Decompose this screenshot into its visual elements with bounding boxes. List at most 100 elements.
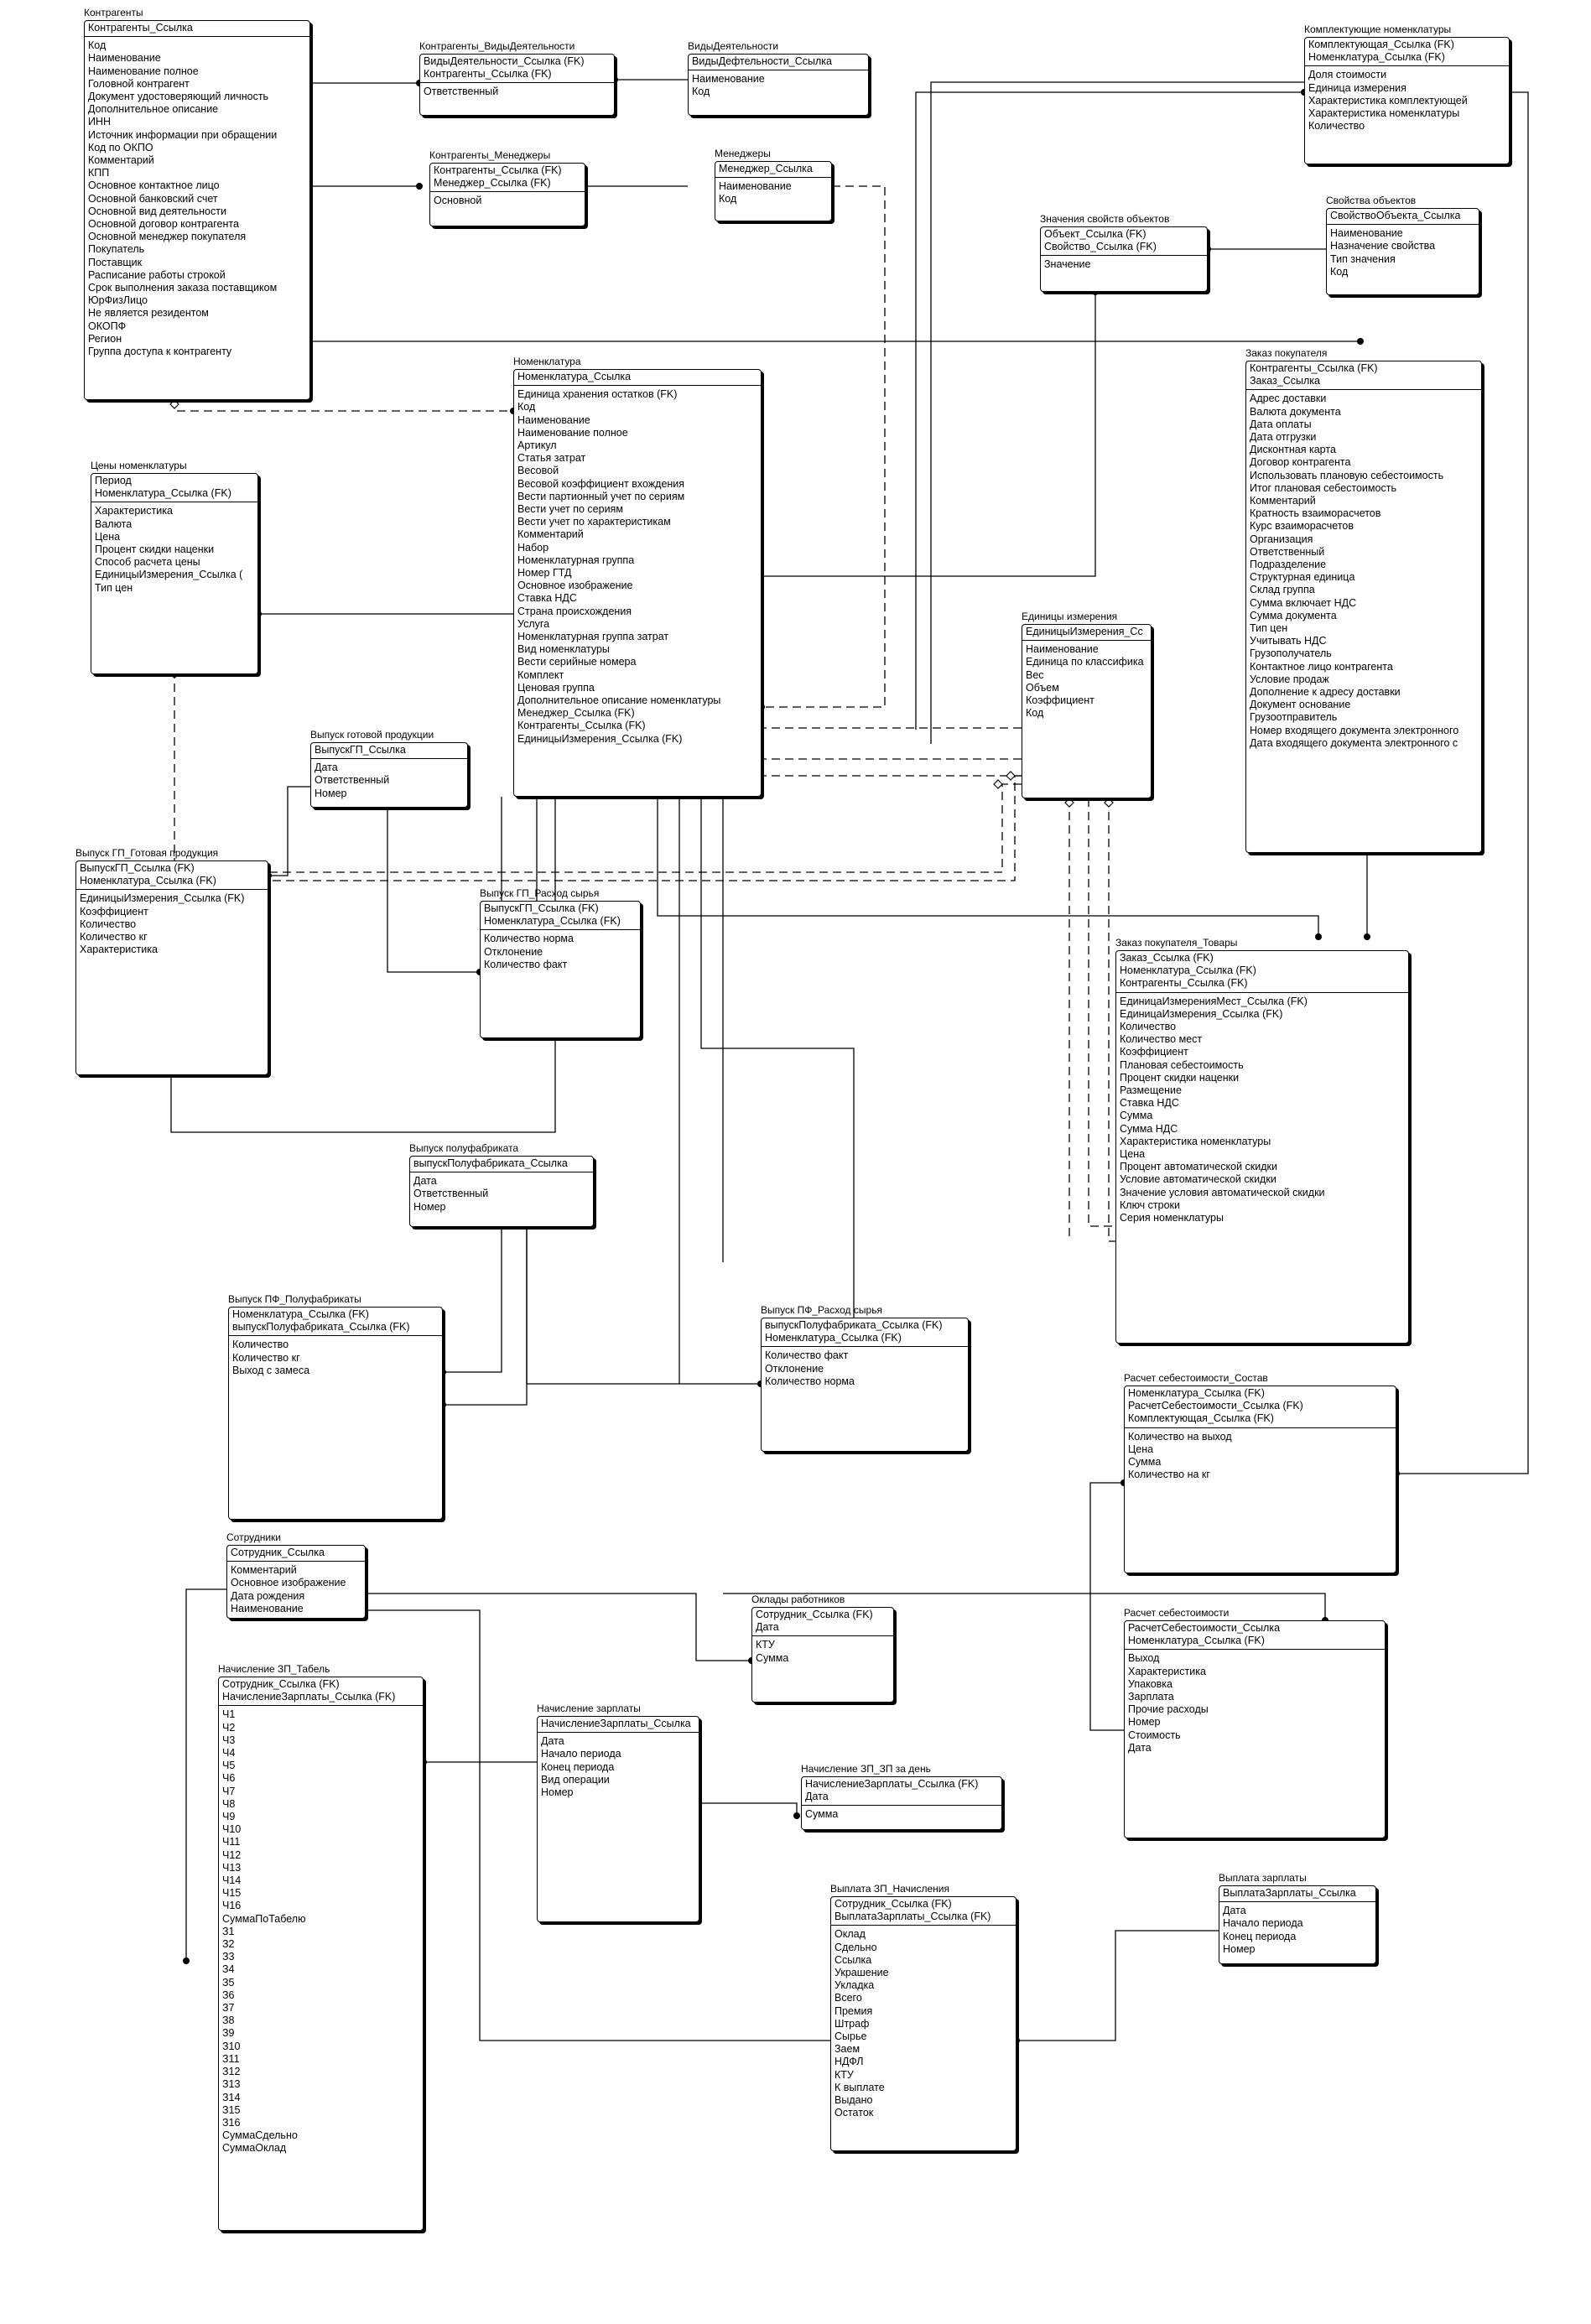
entity-attr-row: Код bbox=[692, 86, 710, 98]
entity-keys: ЕдиницыИзмерения_Сс bbox=[1022, 625, 1151, 642]
entity-title: Цены номенклатуры bbox=[91, 460, 187, 471]
entity-box: Заказ_Ссылка (FK)Номенклатура_Ссылка (FK… bbox=[1115, 950, 1409, 1344]
entity-attr-row: Сумма документа bbox=[1250, 609, 1337, 621]
entity-attr-row: Коэффициент bbox=[1120, 1046, 1188, 1058]
entity-vypusk-polufabrikata[interactable]: Выпуск полуфабриката выпускПолуфабриката_… bbox=[409, 1142, 594, 1227]
entity-attr-row: Количество кг bbox=[80, 931, 148, 944]
entity-attr-row: Ответственный bbox=[424, 86, 499, 98]
entity-attr-row: Ч1 bbox=[222, 1708, 236, 1721]
entity-attr-row: Процент автоматической скидки bbox=[1120, 1161, 1277, 1173]
entity-attr-row: Основной банковский счет bbox=[88, 192, 218, 205]
entity-attr-row: Сырье bbox=[834, 2030, 867, 2043]
entity-attr-row: Ч6 bbox=[222, 1772, 236, 1785]
entity-attr-row: Количество на выход bbox=[1128, 1430, 1232, 1443]
entity-attr-row: СуммаПоТабелю bbox=[222, 1912, 306, 1925]
entity-attr-row: Количество норма bbox=[484, 933, 574, 945]
entity-attr-row: ИНН bbox=[88, 116, 112, 128]
entity-attr-row: Основной менеджер покупателя bbox=[88, 231, 247, 243]
entity-attr-row: З1 bbox=[222, 1925, 235, 1937]
entity-attr-row: Единица измерения bbox=[1308, 81, 1406, 94]
entity-attr-row: Грузоотправитель bbox=[1250, 711, 1338, 724]
entity-keys: ВыпускГП_Ссылка bbox=[311, 743, 467, 760]
entity-attr-row: СуммаСдельно bbox=[222, 2129, 298, 2142]
entity-attr-row: Количество факт bbox=[484, 958, 568, 970]
entity-attr-row: Заем bbox=[834, 2043, 860, 2056]
entity-attr-row: Код bbox=[88, 39, 107, 52]
entity-attr-row: Доля стоимости bbox=[1308, 69, 1387, 81]
entity-attr-row: Расписание работы строкой bbox=[88, 268, 226, 281]
entity-keys: Номенклатура_Ссылка (FK)выпускПолуфабрик… bbox=[229, 1308, 442, 1337]
entity-attr-row: Сумма bbox=[1120, 1110, 1153, 1122]
entity-title: Контрагенты bbox=[84, 7, 143, 18]
entity-attr-row: Группа доступа к контрагенту bbox=[88, 346, 232, 358]
entity-title: Свойства объектов bbox=[1326, 195, 1417, 206]
entity-attr-row: Количество норма bbox=[765, 1375, 855, 1387]
entity-key-row: Комплектующая_Ссылка (FK) bbox=[1128, 1412, 1274, 1425]
entity-key-row: ВыпускГП_Ссылка (FK) bbox=[484, 902, 599, 914]
entity-attr-row: Количество на кг bbox=[1128, 1469, 1210, 1481]
entity-attr-row: Номер bbox=[315, 787, 347, 799]
entity-attr-row: Контактное лицо контрагента bbox=[1250, 660, 1393, 673]
entity-attr-row: Вести учет по сериям bbox=[517, 503, 623, 516]
entity-attr-row: Основной вид деятельности bbox=[88, 205, 226, 217]
entity-attr-row: Основной договор контрагента bbox=[88, 218, 239, 231]
entity-keys: выпускПолуфабриката_Ссылка bbox=[410, 1157, 593, 1173]
entity-title: Сотрудники bbox=[226, 1531, 281, 1543]
entity-attr-row: ЕдиницыИзмерения_Ссылка (FK) bbox=[517, 732, 683, 745]
entity-attr-row: Номер ГТД bbox=[517, 567, 572, 580]
entity-key-row: Контрагенты_Ссылка (FK) bbox=[424, 68, 552, 81]
entity-attr-row: З12 bbox=[222, 2066, 241, 2078]
entity-title: Выпуск полуфабриката bbox=[409, 1142, 519, 1154]
entity-attr-row: Дополнение к адресу доставки bbox=[1250, 686, 1401, 699]
entity-key-row: ВидыДеятельности_Ссылка (FK) bbox=[424, 55, 585, 67]
entity-attr-row: З7 bbox=[222, 2002, 235, 2015]
entity-box: Контрагенты_Ссылка (FK)Менеджер_Ссылка (… bbox=[429, 163, 585, 226]
entity-attr-row: Ч12 bbox=[222, 1848, 242, 1861]
entity-attr-row: Контрагенты_Ссылка (FK) bbox=[517, 720, 646, 732]
entity-attr-row: Наименование bbox=[517, 413, 590, 426]
entity-key-row: Контрагенты_Ссылка (FK) bbox=[1250, 362, 1378, 374]
entity-attr-row: Укладка bbox=[834, 1979, 875, 1992]
entity-key-row: ВыплатаЗарплаты_Ссылка bbox=[1223, 1887, 1356, 1899]
entity-box: Сотрудник_Ссылка (FK)НачислениеЗарплаты_… bbox=[218, 1677, 424, 2231]
entity-title: ВидыДеятельности bbox=[688, 40, 779, 52]
entity-key-row: НачислениеЗарплаты_Ссылка (FK) bbox=[805, 1778, 979, 1790]
entity-keys: Сотрудник_Ссылка bbox=[227, 1546, 365, 1562]
entity-attr-row: Дата рождения bbox=[231, 1589, 305, 1602]
entity-attr-row: Вести серийные номера bbox=[517, 656, 637, 668]
entity-attr-row: Дата bbox=[1223, 1905, 1246, 1917]
entity-attr-row: Номер входящего документа электронного bbox=[1250, 724, 1459, 736]
